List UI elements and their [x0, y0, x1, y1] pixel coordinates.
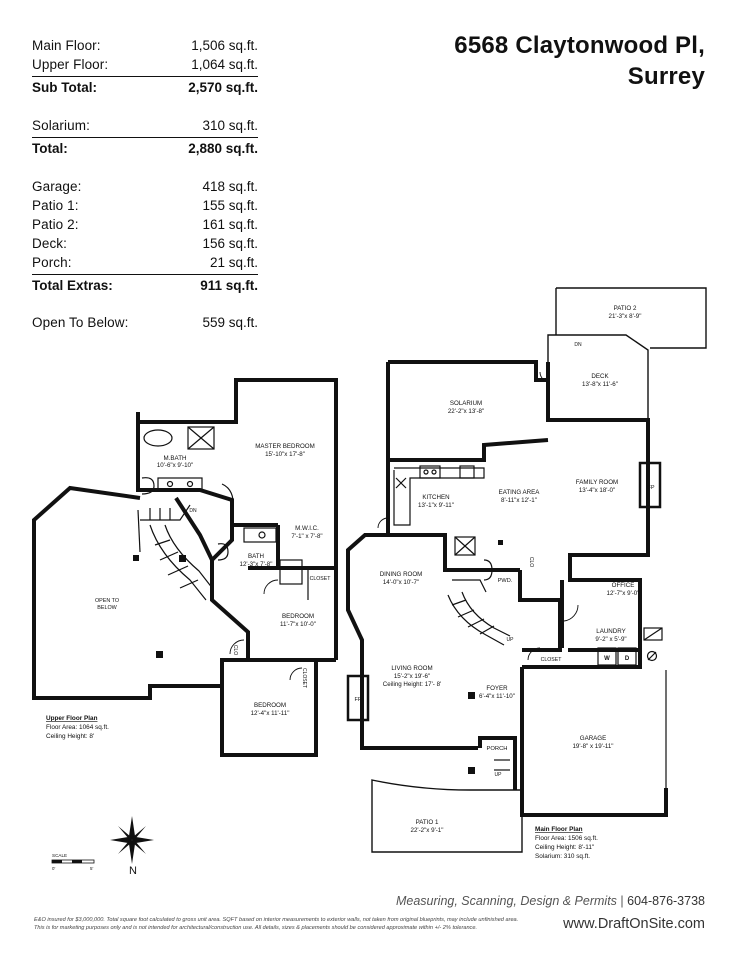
label-living-room: LIVING ROOM [391, 665, 432, 672]
compass-north-label: N [129, 865, 137, 877]
area-row-total-extras: Total Extras:911 sq.ft. [32, 274, 258, 295]
label-laundry: LAUNDRY [596, 628, 625, 635]
upper-floor-walls [32, 378, 338, 757]
scale-zero: 0' [52, 866, 55, 871]
footer-tagline: Measuring, Scanning, Design & Permits | … [395, 894, 705, 908]
label-kitchen: KITCHEN [422, 494, 449, 501]
area-row-deck: Deck:156 sq.ft. [32, 236, 258, 251]
address-line1: 6568 Claytonwood Pl, [454, 32, 705, 59]
area-row-upper-floor: Upper Floor:1,064 sq.ft. [32, 57, 258, 72]
label-porch: PORCH [487, 746, 508, 752]
label-dn-deck: DN [574, 342, 582, 348]
label-bedroom-2: BEDROOM [282, 613, 314, 620]
label-closet-upper-2: CLOSET [301, 668, 307, 688]
dim-bedroom-2: 11'-7"x 10'-0" [280, 621, 316, 628]
label-mbath: M.BATH [164, 455, 187, 462]
label-patio1: PATIO 1 [416, 819, 439, 826]
main-plan-solarium: Solarium: 310 sq.ft. [535, 853, 590, 860]
label-bedroom-3: BEDROOM [254, 702, 286, 709]
label-garage: GARAGE [580, 735, 606, 742]
main-plan-ceiling: Ceiling Height: 8'-11" [535, 844, 594, 851]
area-row-patio2: Patio 2:161 sq.ft. [32, 217, 258, 232]
main-plan-area: Floor Area: 1506 sq.ft. [535, 835, 598, 842]
label-foyer: FOYER [486, 685, 508, 692]
label-patio2: PATIO 2 [614, 305, 637, 312]
scale-label: SCALE [52, 853, 67, 858]
dim-bath: 12'-3"x 7'-8" [240, 561, 273, 568]
dim-foyer: 6'-4"x 11'-10" [479, 693, 515, 700]
label-closet-main: CLOSET [541, 657, 563, 663]
label-dn-upper: DN [189, 508, 197, 514]
label-dining-room: DINING ROOM [380, 571, 423, 578]
dim-office: 12'-7"x 9'-0" [607, 590, 640, 597]
label-bath: BATH [248, 553, 264, 560]
scale-bar: SCALE 0' 5' [51, 853, 95, 871]
label-up-porch: UP [495, 772, 503, 778]
label-dryer: D [625, 656, 630, 662]
label-solarium: SOLARIUM [450, 400, 482, 407]
label-washer: W [604, 656, 610, 662]
area-row-total: Total:2,880 sq.ft. [32, 137, 258, 158]
label-deck: DECK [591, 373, 609, 380]
dim-family-room: 13'-4"x 18'-0" [579, 487, 615, 494]
dim-master-bedroom: 15'-10"x 17'-8" [265, 451, 305, 458]
label-fp-family: FP [647, 485, 654, 491]
area-summary-table: Main Floor:1,506 sq.ft. Upper Floor:1,06… [32, 36, 258, 332]
dim-bedroom-3: 12'-4"x 11'-11" [251, 710, 290, 717]
label-pwd: PWD. [498, 578, 513, 584]
label-fp-living: FP [354, 697, 361, 703]
dim-dining-room: 14'-0"x 10'-7" [383, 579, 419, 586]
dim-kitchen: 13'-1"x 9'-11" [418, 502, 454, 509]
main-plan-title: Main Floor Plan [535, 826, 583, 833]
upper-plan-area: Floor Area: 1064 sq.ft. [46, 724, 109, 731]
footer-website-link[interactable]: www.DraftOnSite.com [563, 916, 705, 932]
dim-living-room: 15'-2"x 19'-6" [394, 673, 430, 680]
label-up-main: UP [507, 637, 515, 643]
label-clo-main: CLO [528, 557, 534, 567]
label-mwic: M.W.I.C. [295, 525, 319, 532]
dim-patio1: 22'-2"x 9'-1" [411, 827, 444, 834]
area-row-main-floor: Main Floor:1,506 sq.ft. [32, 38, 258, 53]
label-eating-area: EATING AREA [499, 489, 541, 496]
dim-patio2: 21'-3"x 8'-9" [609, 313, 642, 320]
label-family-room: FAMILY ROOM [576, 479, 618, 486]
dim-laundry: 9'-2" x 5'-9" [595, 636, 626, 643]
upper-floor-thin-lines [137, 426, 309, 601]
dim-solarium: 22'-2"x 13'-8" [448, 408, 484, 415]
area-row-garage: Garage:418 sq.ft. [32, 179, 258, 194]
dim-mwic: 7'-1" x 7'-8" [291, 533, 322, 540]
dim-eating-area: 8'-11"x 12'-1" [501, 497, 537, 504]
address-line2: Surrey [627, 63, 705, 90]
label-office: OFFICE [612, 582, 635, 589]
scale-five: 5' [90, 866, 93, 871]
area-row-porch: Porch:21 sq.ft. [32, 255, 258, 270]
property-address: 6568 Claytonwood Pl, Surrey [454, 30, 705, 92]
area-row-patio1: Patio 1:155 sq.ft. [32, 198, 258, 213]
area-row-solarium: Solarium:310 sq.ft. [32, 118, 258, 133]
footer-disclaimer: E&O insured for $3,000,000. Total square… [34, 917, 519, 931]
main-floor-walls [346, 287, 707, 853]
label-open-to-below-1: OPEN TO [95, 598, 119, 604]
compass-rose-icon: N [110, 816, 154, 877]
area-row-sub-total: Sub Total:2,570 sq.ft. [32, 76, 258, 97]
upper-plan-ceiling: Ceiling Height: 8' [46, 733, 94, 740]
label-clo-upper: CLO [232, 645, 238, 655]
footer-phone: 604-876-3738 [627, 894, 705, 908]
dim-garage: 19'-8" x 19'-11" [572, 743, 613, 750]
label-closet-upper: CLOSET [310, 576, 332, 582]
label-open-to-below-2: BELOW [97, 605, 117, 611]
dim-mbath: 10'-6"x 9'-10" [157, 462, 193, 469]
area-row-open-to-below: Open To Below:559 sq.ft. [32, 315, 258, 330]
ceiling-living-room: Ceiling Height: 17'- 8' [383, 681, 441, 688]
main-floor-thin-lines [346, 461, 667, 788]
upper-plan-title: Upper Floor Plan [46, 715, 98, 722]
dim-deck: 13'-8"x 11'-6" [582, 381, 618, 388]
label-master-bedroom: MASTER BEDROOM [255, 443, 314, 450]
